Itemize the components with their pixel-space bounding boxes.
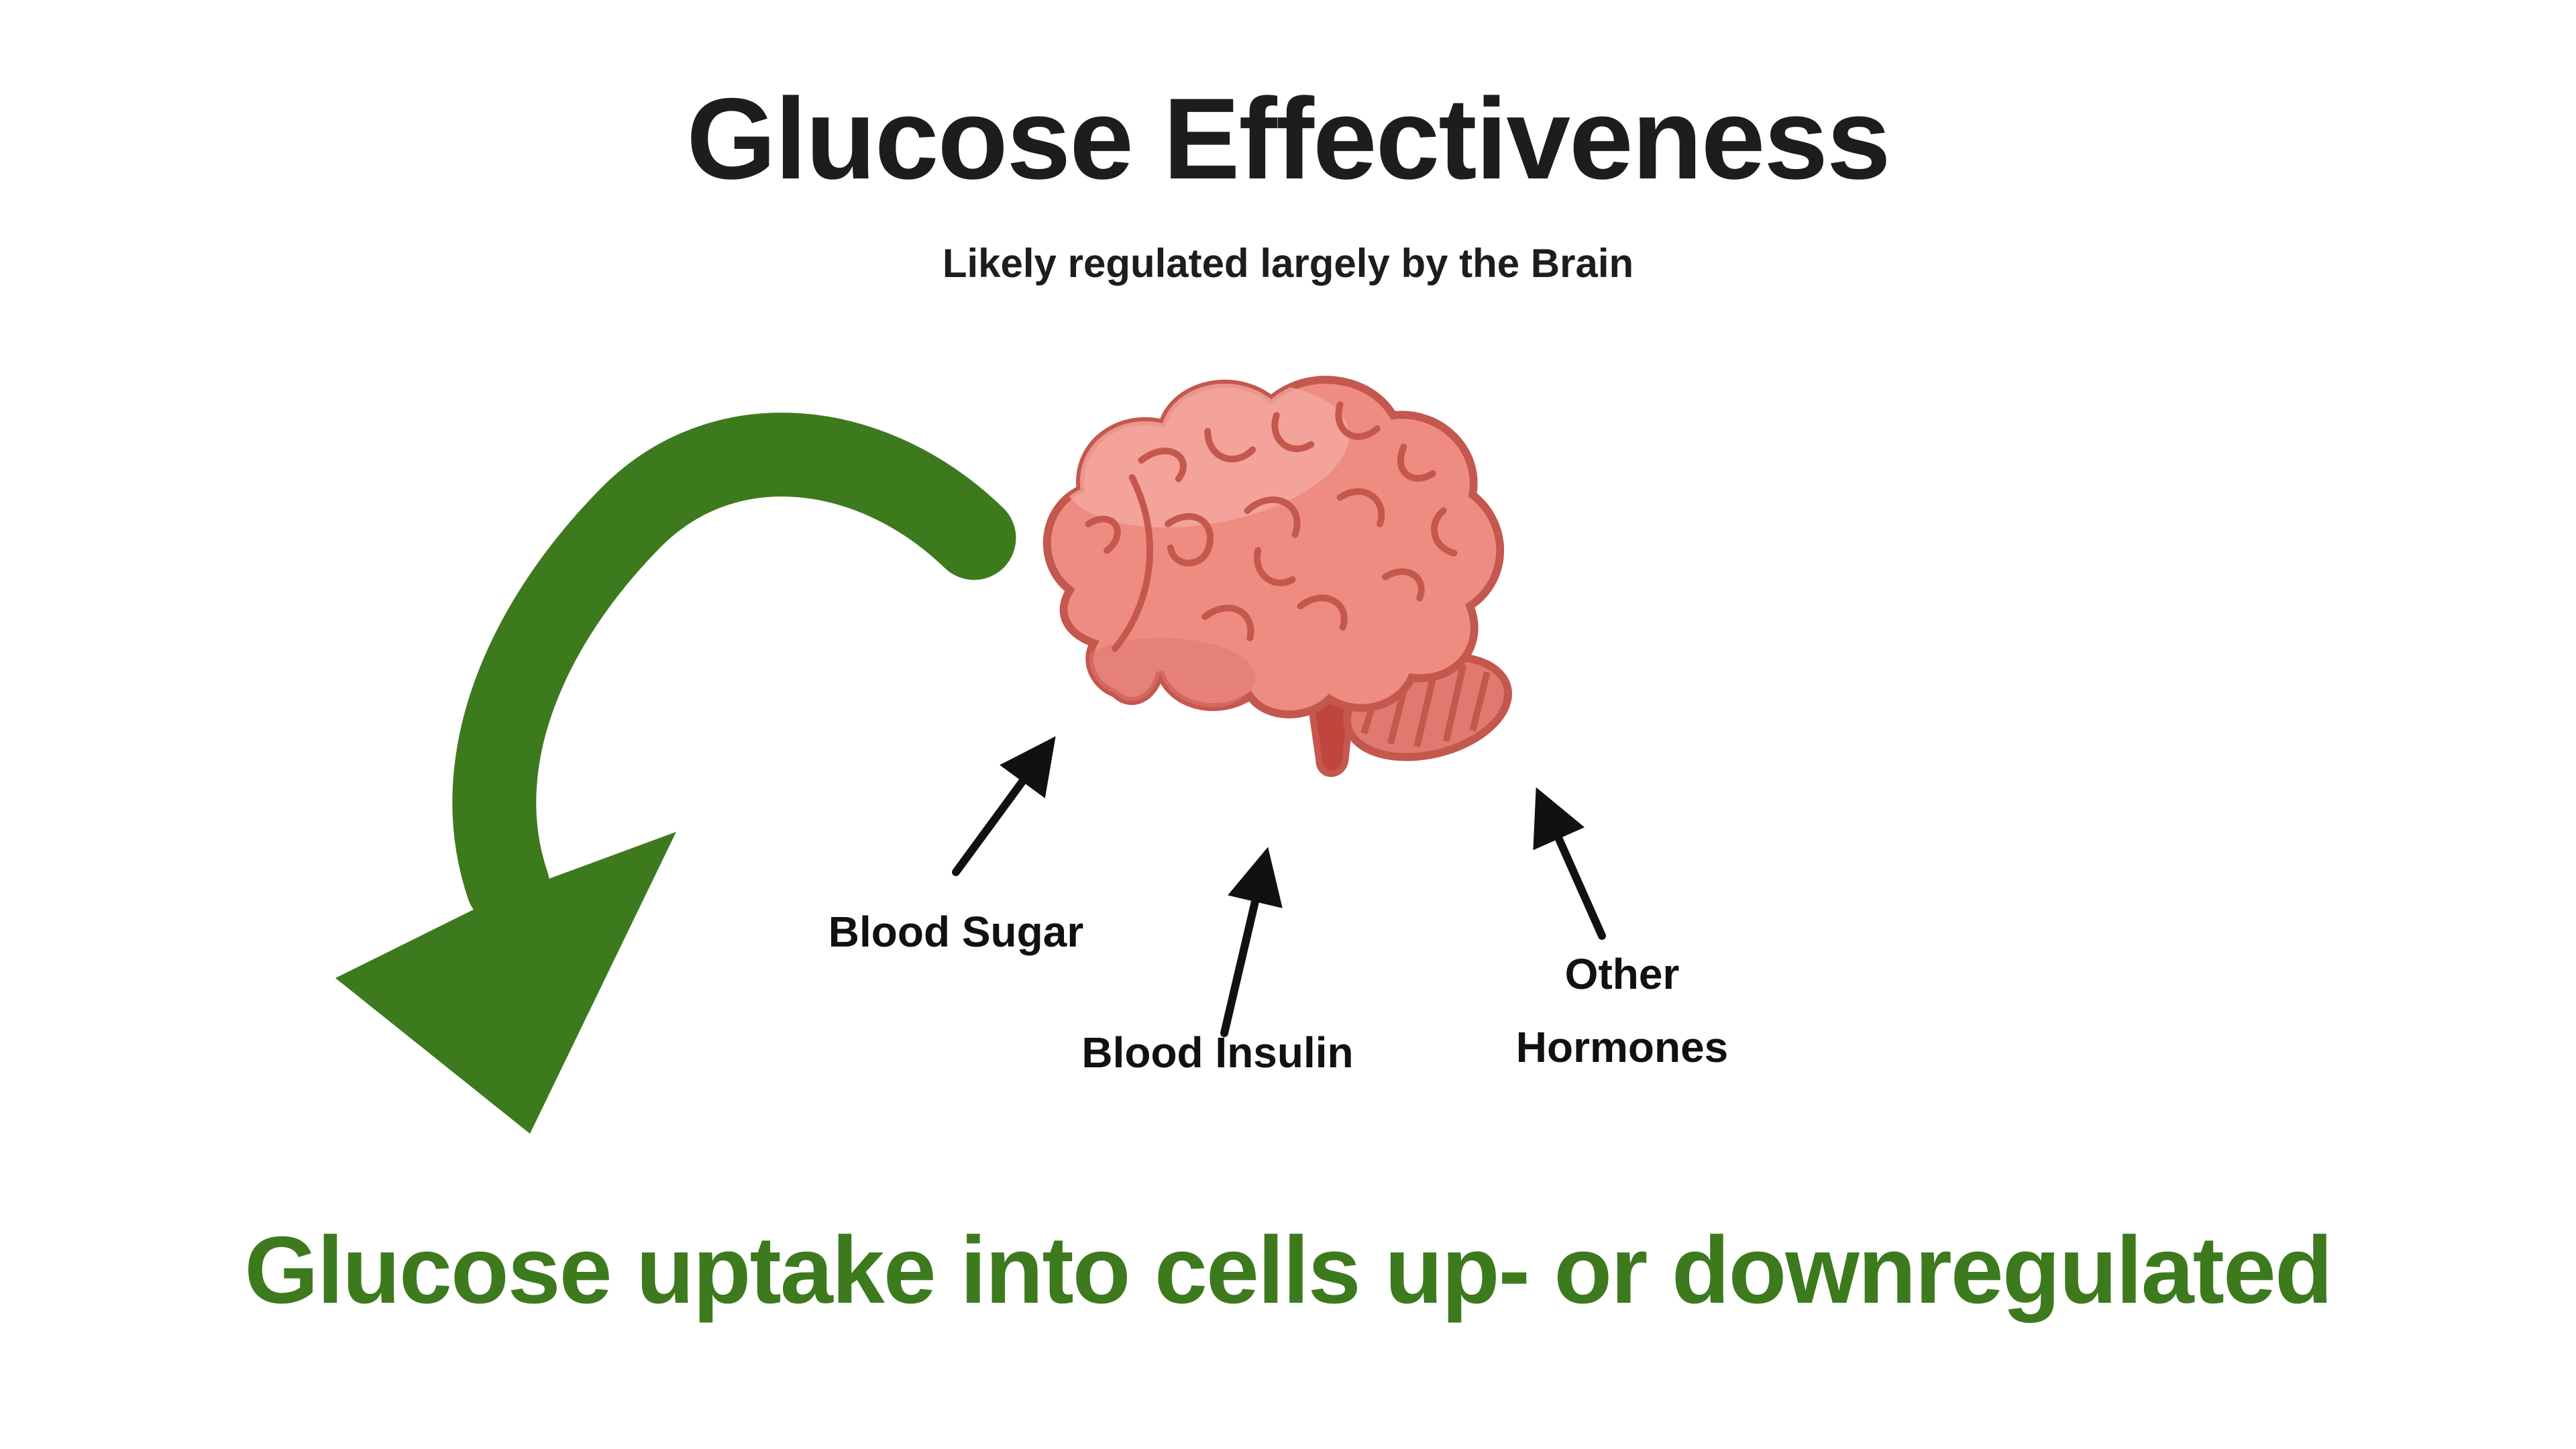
brain-illustration-svg [1042,376,1513,777]
other-hormones-label: Other Hormones [1515,950,1729,1071]
footer-statement: Glucose uptake into cells up- or downreg… [244,1217,2332,1324]
page-subtitle: Likely regulated largely by the Brain [942,241,1634,286]
page-title: Glucose Effectiveness [686,74,1890,203]
other-hormones-arrow-icon [1533,787,1606,940]
blood-insulin-arrow-icon [1220,847,1283,1037]
curved-green-down-arrow-icon [335,413,1016,1134]
blood-sugar-label: Blood Sugar [828,908,1084,956]
brain-gyri [1085,401,1458,652]
blood-insulin-label: Blood Insulin [1081,1028,1354,1077]
brain-shadow [1069,637,1256,714]
brain-icon [1006,349,1536,805]
